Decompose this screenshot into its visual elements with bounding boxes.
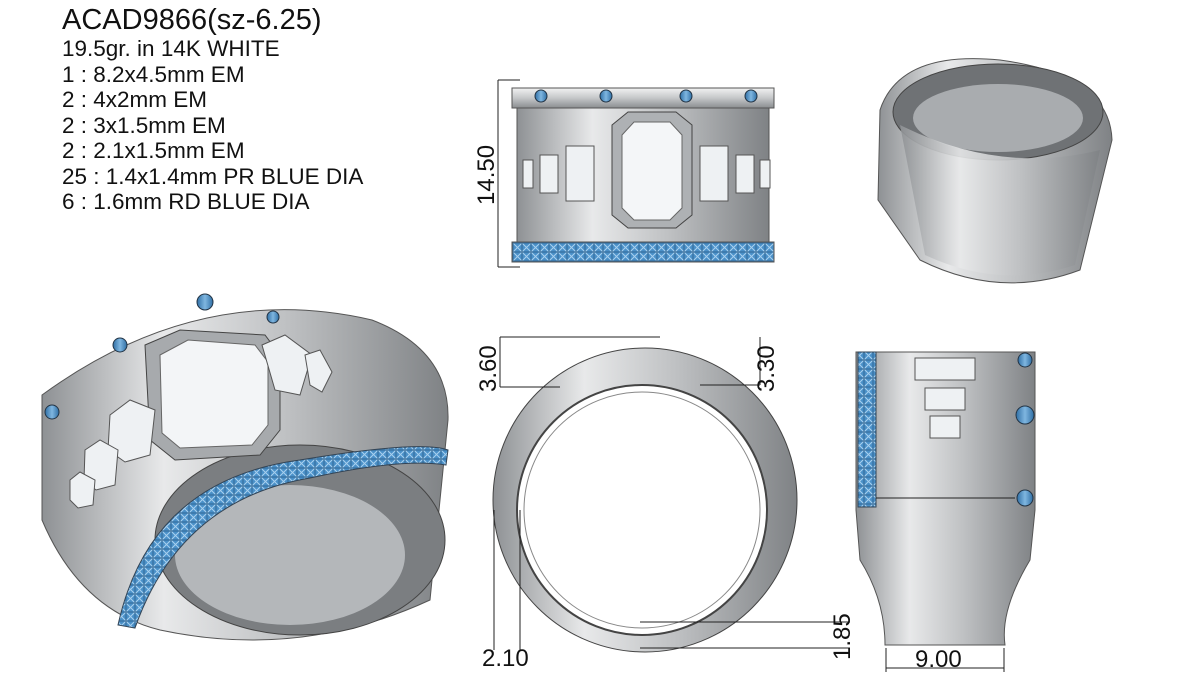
stone-line: 25 : 1.4x1.4mm PR BLUE DIA (62, 163, 364, 189)
weight-metal: 19.5gr. in 14K WHITE (62, 36, 280, 61)
front-view: 14.50 (473, 79, 775, 268)
profile-view: 9.00 (855, 351, 1036, 673)
stone-line: 1 : 8.2x4.5mm EM (62, 61, 245, 87)
perspective-view-main (41, 293, 449, 641)
dim-bottom-right: 1.85 (829, 613, 856, 660)
dim-height: 14.50 (473, 145, 500, 205)
spec-block: ACAD9866(sz-6.25) 19.5gr. in 14K WHITE 1… (62, 4, 363, 215)
dim-width: 9.00 (915, 646, 962, 673)
model-title: ACAD9866(sz-6.25) (62, 4, 322, 36)
stone-line: 2 : 2.1x1.5mm EM (62, 138, 245, 163)
side-view: 3.60 3.30 2.10 1.85 (475, 336, 856, 672)
dim-top-left: 3.60 (475, 345, 502, 392)
stone-line: 2 : 4x2mm EM (62, 87, 208, 112)
dim-bottom-left: 2.10 (482, 645, 529, 672)
dim-top-right: 3.30 (753, 345, 780, 392)
stone-line: 6 : 1.6mm RD BLUE DIA (62, 189, 310, 214)
stone-line: 2 : 3x1.5mm EM (62, 112, 226, 138)
perspective-view-top (877, 58, 1113, 284)
